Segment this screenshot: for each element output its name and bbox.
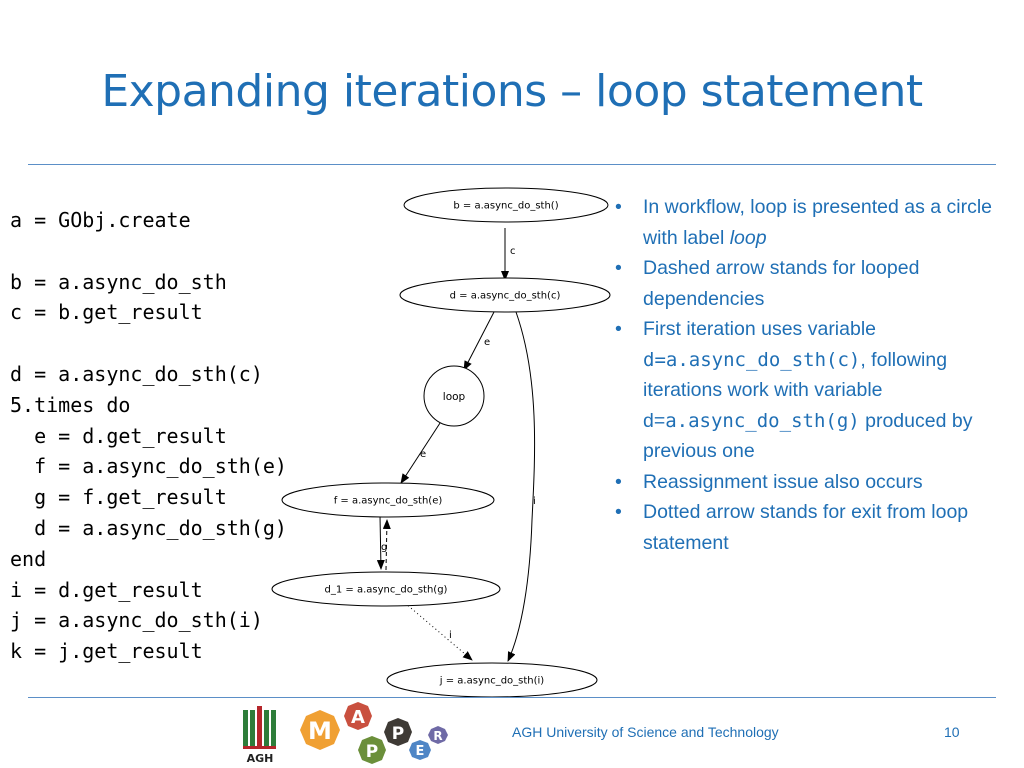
svg-text:f = a.async_do_sth(e): f = a.async_do_sth(e) — [334, 496, 443, 507]
footer-institution: AGH University of Science and Technology — [512, 724, 779, 740]
page-number: 10 — [944, 724, 960, 740]
mapper-badge-m: M — [300, 710, 340, 750]
top-divider — [28, 164, 996, 165]
edge-label: e — [484, 337, 490, 348]
code-line: end — [10, 546, 47, 571]
node-f: f = a.async_do_sth(e) — [281, 482, 495, 518]
inline-code: d=a.async_do_sth(c) — [643, 348, 861, 371]
bullet-list: In workflow, loop is presented as a circ… — [612, 192, 1014, 558]
inline-code: a.async_do_sth(g) — [665, 409, 860, 432]
code-line: d = a.async_do_sth(g) — [10, 515, 287, 540]
edge-label: g — [381, 542, 387, 553]
mapper-badge-r: R — [428, 726, 448, 744]
agh-logo-text: AGH — [247, 752, 274, 765]
bullet-item: Reassignment issue also occurs — [612, 467, 1014, 498]
bullet-item: In workflow, loop is presented as a circ… — [612, 192, 1014, 253]
edge-f-d1-dashed: g — [376, 515, 391, 571]
edge-loop-f: e — [400, 419, 443, 484]
edge-b-d: c — [501, 228, 516, 281]
bullet-item: First iteration uses variable d=a.async_… — [612, 314, 1014, 467]
mapper-badge-a: A — [344, 702, 372, 730]
code-line: f = a.async_do_sth(e) — [10, 454, 287, 479]
code-line: a = GObj.create — [10, 208, 191, 232]
edge-d-loop: e — [463, 311, 495, 371]
edge-label: i — [449, 630, 452, 641]
node-j: j = a.async_do_sth(i) — [386, 662, 598, 697]
node-d1: d_1 = a.async_do_sth(g) — [271, 571, 501, 607]
edge-label: e — [420, 449, 426, 460]
code-line: g = f.get_result — [10, 485, 227, 510]
bullet-item: Dotted arrow stands for exit from loop s… — [612, 497, 1014, 558]
code-line: c = b.get_result — [10, 300, 203, 325]
svg-text:b = a.async_do_sth(): b = a.async_do_sth() — [453, 201, 558, 212]
svg-text:P: P — [392, 724, 404, 744]
bottom-divider — [28, 697, 996, 698]
node-b: b = a.async_do_sth() — [403, 187, 609, 223]
code-line: b = a.async_do_sth — [10, 269, 227, 294]
code-line: i = d.get_result — [10, 577, 203, 602]
mapper-badge-p1: P — [358, 736, 386, 764]
edge-d1-j-dotted: i — [404, 602, 473, 661]
svg-text:M: M — [308, 717, 332, 745]
svg-text:P: P — [366, 742, 378, 762]
code-line: k = j.get_result — [10, 639, 203, 664]
code-line: d = a.async_do_sth(c) — [10, 361, 263, 386]
code-line: 5.times do — [10, 392, 131, 417]
slide-title: Expanding iterations – loop statement — [101, 66, 923, 117]
edge-label: i — [533, 496, 536, 507]
bullet-item: Dashed arrow stands for looped dependenc… — [612, 253, 1014, 314]
svg-text:d = a.async_do_sth(c): d = a.async_do_sth(c) — [450, 291, 561, 302]
edge-d-j: i — [507, 311, 536, 662]
workflow-graph: c e e g i i b = a.async_do_sth() d = a.a… — [271, 187, 611, 697]
code-line: e = d.get_result — [10, 423, 227, 448]
svg-text:j = a.async_do_sth(i): j = a.async_do_sth(i) — [439, 676, 545, 687]
mapper-badge-e: E — [409, 740, 431, 760]
code-line: j = a.async_do_sth(i) — [10, 608, 263, 633]
mapper-logo: M A P P E R — [300, 702, 448, 764]
svg-text:loop: loop — [443, 391, 466, 403]
agh-logo: AGH — [243, 706, 276, 765]
svg-text:d_1 = a.async_do_sth(g): d_1 = a.async_do_sth(g) — [325, 585, 448, 596]
mapper-badge-p2: P — [384, 718, 412, 746]
svg-text:E: E — [416, 744, 425, 759]
edge-label: c — [510, 246, 516, 257]
node-d: d = a.async_do_sth(c) — [399, 277, 611, 313]
code-line — [10, 328, 287, 359]
svg-text:A: A — [351, 707, 365, 728]
svg-text:R: R — [433, 729, 442, 743]
node-loop: loop — [423, 365, 485, 427]
code-line — [10, 236, 287, 267]
